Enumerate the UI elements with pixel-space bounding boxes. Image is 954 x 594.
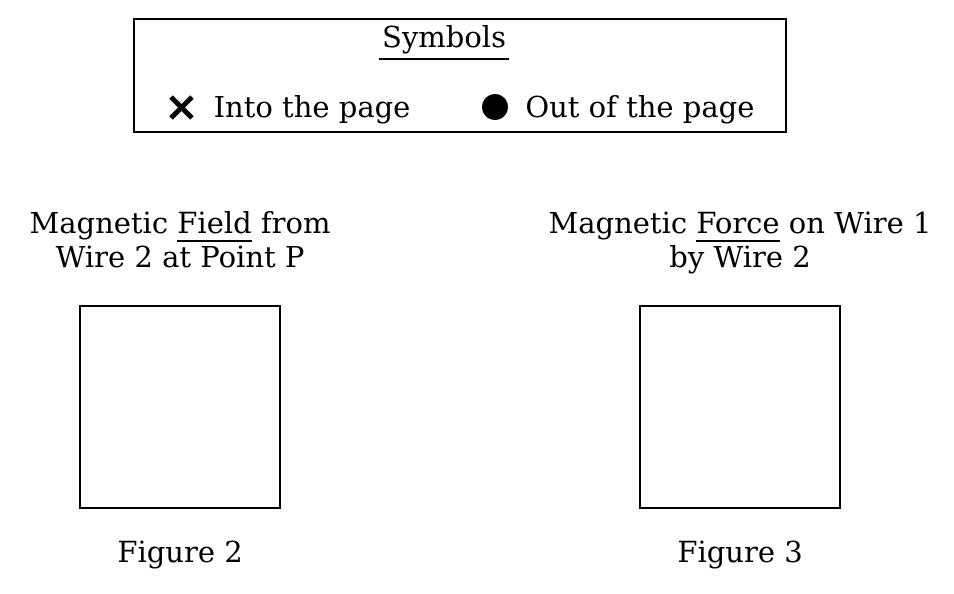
figure-2-title-pre: Magnetic: [29, 206, 178, 240]
legend-title-row: Symbols: [119, 20, 769, 60]
legend-item-into-page: Into the page: [166, 90, 411, 124]
figure-2-title-line2: Wire 2 at Point P: [55, 240, 305, 274]
legend-label-into-page: Into the page: [213, 90, 411, 124]
figure-2-title-post: from: [251, 206, 331, 240]
figure-3-drawing-box: [639, 305, 841, 509]
symbols-legend-box: Symbols Into the page Out of the page: [133, 18, 787, 133]
figure-2-drawing-box: [79, 305, 281, 509]
out-of-page-dot-icon: [482, 94, 509, 120]
figure-3-title-emphasis: Force: [696, 206, 780, 242]
figure-3-title-pre: Magnetic: [548, 206, 697, 240]
figure-2-title-emphasis: Field: [177, 206, 252, 242]
legend-item-out-of-page: Out of the page: [482, 90, 754, 124]
into-page-cross-icon: [168, 94, 194, 120]
legend-title: Symbols: [379, 20, 509, 60]
figure-3-title-line2: by Wire 2: [669, 240, 811, 274]
figure-3-title-post: on Wire 1: [779, 206, 932, 240]
figure-2-caption: Figure 2: [117, 535, 243, 569]
legend-label-out-of-page: Out of the page: [525, 90, 755, 124]
figure-3-caption: Figure 3: [677, 535, 803, 569]
legend-items-row: Into the page Out of the page: [135, 90, 785, 124]
